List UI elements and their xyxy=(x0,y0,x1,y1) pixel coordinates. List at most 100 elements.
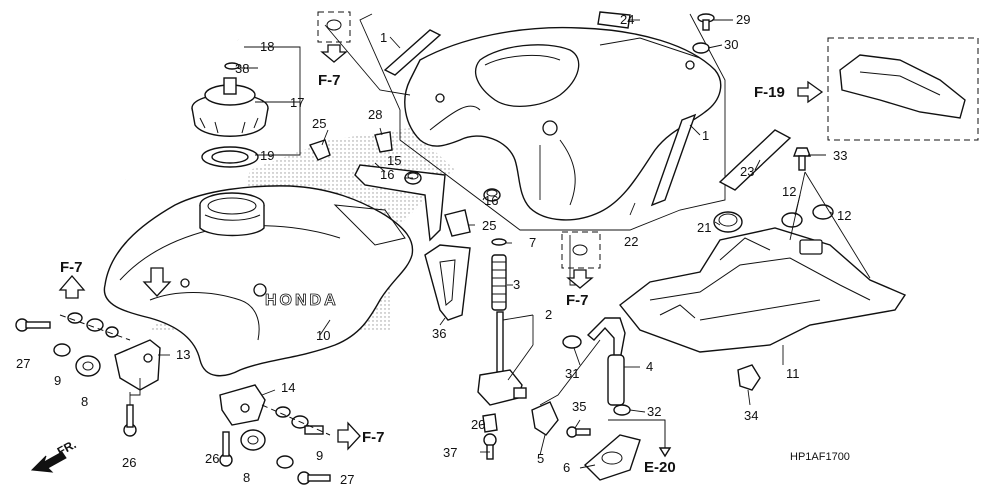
callout-12: 12 xyxy=(782,184,796,199)
fuel-hose-4 xyxy=(586,317,626,406)
callout-22: 22 xyxy=(624,234,638,249)
callout-28: 28 xyxy=(368,107,382,122)
clip-36 xyxy=(224,62,240,70)
clamp-34 xyxy=(737,364,761,391)
rubber-8b xyxy=(240,429,266,451)
callout-24: 24 xyxy=(620,12,634,27)
f19-inset-part xyxy=(839,54,966,119)
collar-9b xyxy=(276,455,294,469)
callout-numbers: 1123456788991011121213141516161718192021… xyxy=(16,12,851,487)
bracket-13 xyxy=(114,339,161,391)
callout-3: 3 xyxy=(513,277,520,292)
grommet-16b xyxy=(483,188,501,202)
arrow-right-f7-bottom xyxy=(337,421,361,451)
callout-12: 12 xyxy=(837,208,851,223)
ref-label-f19: F-19 xyxy=(754,84,785,101)
callout-25: 25 xyxy=(482,218,496,233)
breather-tube-18 xyxy=(121,34,239,181)
grommet-21 xyxy=(713,211,743,233)
pad-1-right xyxy=(650,113,697,207)
ref-box-top xyxy=(317,11,351,43)
callout-6: 6 xyxy=(563,460,570,475)
callout-38: 38 xyxy=(235,61,249,76)
callout-23: 23 xyxy=(740,164,754,179)
arrow-down-f7-center xyxy=(566,269,594,289)
f19-inset-box xyxy=(827,37,979,141)
callout-2: 2 xyxy=(545,307,552,322)
callout-30: 30 xyxy=(724,37,738,52)
screw-29 xyxy=(697,13,715,31)
clip-25a xyxy=(308,139,331,161)
callout-11: 11 xyxy=(786,366,800,381)
collar-9a xyxy=(53,343,71,357)
cap-20 xyxy=(482,413,498,433)
callout-27: 27 xyxy=(16,356,30,371)
callout-25: 25 xyxy=(312,116,326,131)
callout-1: 1 xyxy=(380,30,387,45)
callout-7: 7 xyxy=(529,235,536,250)
under-tray xyxy=(619,227,907,353)
bolt-33 xyxy=(792,147,812,171)
pad-24 xyxy=(597,11,631,29)
callout-4: 4 xyxy=(646,359,653,374)
callout-37: 37 xyxy=(443,445,457,460)
callout-15: 15 xyxy=(387,153,401,168)
callout-9: 9 xyxy=(54,373,61,388)
exploded-collars-left xyxy=(59,312,131,341)
tank-cover xyxy=(404,26,722,221)
callout-18: 18 xyxy=(260,39,274,54)
fuel-tank xyxy=(103,185,414,377)
knob-5 xyxy=(531,401,559,436)
bolt-27a xyxy=(15,318,51,332)
gasket-19 xyxy=(201,146,259,168)
pad-1-top xyxy=(383,29,442,76)
bolt-26a xyxy=(123,404,137,437)
rubber-8a xyxy=(75,355,101,377)
ref-label-f7-center: F-7 xyxy=(566,292,589,309)
callout-31: 31 xyxy=(565,366,579,381)
callout-14: 14 xyxy=(281,380,295,395)
callout-17: 17 xyxy=(290,95,304,110)
callout-36: 36 xyxy=(432,326,446,341)
bolt-35 xyxy=(566,426,591,438)
ref-label-e20: E-20 xyxy=(644,459,676,476)
strainer-3 xyxy=(491,254,507,311)
arrow-up-f7-left xyxy=(58,275,86,299)
screw-38 xyxy=(483,433,497,460)
clip-25b xyxy=(444,209,471,237)
arrow-left-f19 xyxy=(797,80,824,104)
callout-32: 32 xyxy=(647,404,661,419)
exploded-collars-bottom xyxy=(261,404,331,436)
ref-box-mid xyxy=(561,231,601,269)
callout-1: 1 xyxy=(702,128,709,143)
callout-26: 26 xyxy=(122,455,136,470)
callout-29: 29 xyxy=(736,12,750,27)
callout-8: 8 xyxy=(243,470,250,485)
callout-10: 10 xyxy=(316,328,330,343)
callout-33: 33 xyxy=(833,148,847,163)
bracket-15 xyxy=(354,164,446,242)
callout-13: 13 xyxy=(176,347,190,362)
callout-34: 34 xyxy=(744,408,758,423)
callout-16: 16 xyxy=(380,167,394,182)
plate-6 xyxy=(583,434,641,481)
callout-27: 27 xyxy=(340,472,354,487)
filler-cap-17 xyxy=(191,77,269,137)
callout-9: 9 xyxy=(316,448,323,463)
callout-8: 8 xyxy=(81,394,88,409)
grommet-12a xyxy=(781,212,803,228)
clip-28 xyxy=(374,131,393,153)
diagram-code: HP1AF1700 xyxy=(790,451,850,463)
bolt-26b xyxy=(219,431,233,467)
arrow-down-f7-top xyxy=(320,44,348,63)
washer-7 xyxy=(491,238,507,246)
callout-21: 21 xyxy=(697,220,711,235)
clip-32 xyxy=(613,404,631,416)
clip-31 xyxy=(562,335,582,349)
strap-37 xyxy=(424,244,471,321)
callout-19: 19 xyxy=(260,148,274,163)
honda-watermark: HONDA xyxy=(265,292,339,309)
callout-26: 26 xyxy=(205,451,219,466)
ref-label-f7-bottom: F-7 xyxy=(362,429,385,446)
